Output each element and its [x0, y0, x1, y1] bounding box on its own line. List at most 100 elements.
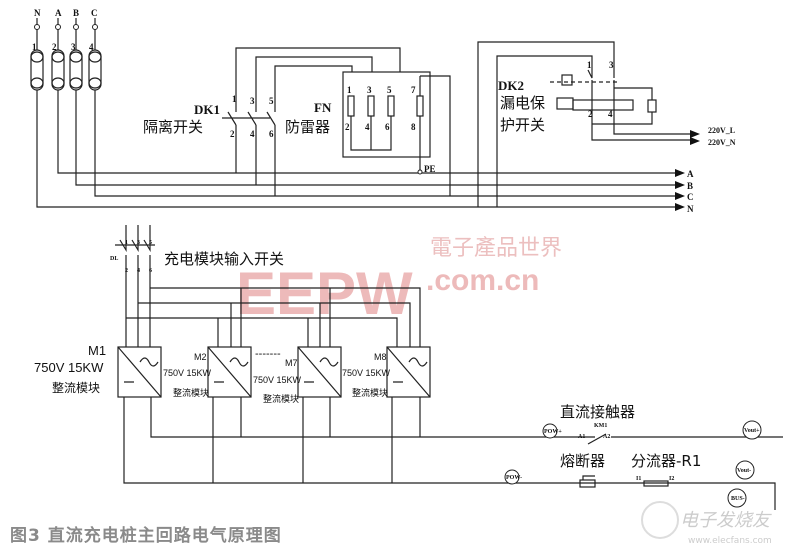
test-point: BUS- [731, 496, 745, 502]
test-point: Vout+ [744, 428, 760, 434]
dk1-label: 隔离开关 [143, 118, 203, 136]
dc-output-section: A1 A2 KM1 直流接触器 熔断器 分流器-R1 I1 I2 POW+ Vo… [504, 403, 762, 508]
rectifier-module-icon [297, 346, 342, 398]
module-id: M2 [194, 352, 207, 362]
pin: 1 [347, 85, 352, 95]
module-type: 整流模块 [263, 393, 299, 405]
pin: 4 [608, 109, 613, 119]
elecfans-domain: www.elecfans.com [688, 536, 772, 546]
fn-surge-protector: PE 1 3 5 7 2 4 6 8 FN 防雷器 [285, 71, 451, 196]
pin: KM1 [594, 423, 607, 429]
module-type: 整流模块 [173, 387, 209, 399]
pin: 4 [250, 129, 255, 139]
shunt-label: 分流器-R1 [631, 452, 701, 470]
module-id: M8 [374, 352, 387, 362]
eepw-logo: EEPW [236, 260, 413, 327]
pin: 1 [125, 240, 128, 246]
pin: 3 [137, 240, 140, 246]
test-point: POW- [506, 475, 522, 481]
module-rating: 750V 15KW [163, 368, 212, 378]
bus-b-label: B [687, 181, 693, 191]
pin: 4 [137, 268, 140, 274]
test-point: POW+ [544, 429, 562, 435]
fn-id: FN [314, 100, 332, 115]
dk2-label-1: 漏电保 [500, 94, 545, 112]
fuse-icon [88, 18, 102, 91]
module-rating: 750V 15KW [342, 368, 391, 378]
ac-bus-lines [36, 90, 675, 208]
rectifier-module-icon [386, 346, 431, 398]
module-id: M1 [88, 343, 106, 358]
module-ellipsis: ------- [255, 348, 281, 360]
pin: 5 [149, 240, 152, 246]
rectifier-modules [117, 346, 431, 398]
pin: 2 [125, 268, 128, 274]
fuse-label: 熔断器 [560, 452, 605, 470]
pin: 7 [411, 85, 416, 95]
terminal-n-label: N [34, 8, 41, 18]
eepw-watermark: EEPW 電子產品世界 .com.cn [236, 236, 562, 327]
module-id: M7 [285, 358, 298, 368]
rectifier-module-icon [207, 346, 252, 398]
pin: A1 [578, 434, 585, 440]
contactor-label: 直流接触器 [560, 403, 635, 421]
terminals: N A B C 1 2 3 4 [30, 8, 102, 91]
dk1-id: DK1 [194, 102, 220, 117]
dl-id: DL [110, 256, 118, 262]
pin: 2 [588, 109, 593, 119]
pin: 3 [367, 85, 372, 95]
pin: 2 [345, 122, 350, 132]
bus-c-label: C [687, 192, 694, 202]
rectifier-module-icon [117, 346, 162, 398]
module-type: 整流模块 [352, 387, 388, 399]
pe-label: PE [424, 164, 436, 174]
module-rating: 750V 15KW [34, 360, 104, 375]
pin: 2 [230, 129, 235, 139]
pin: 4 [365, 122, 370, 132]
terminal-a-label: A [55, 8, 62, 18]
dl-label: 充电模块输入开关 [164, 250, 284, 268]
bus-a-label: A [687, 169, 694, 179]
bus-n-label: N [687, 204, 694, 214]
terminal-c-label: C [91, 8, 98, 18]
figure-caption: 图3 直流充电桩主回路电气原理图 [10, 526, 282, 546]
dk2-label-2: 护开关 [500, 116, 545, 134]
fuse-icon [69, 18, 83, 91]
fuse-number: 3 [71, 42, 76, 52]
pin: 8 [411, 122, 416, 132]
output-220v-n: 220V_N [708, 138, 736, 147]
pin: 3 [609, 60, 614, 70]
pin: 1 [587, 60, 592, 70]
pin: 3 [250, 96, 255, 106]
dk1-isolation-switch: 1 3 5 2 4 6 DK1 隔离开关 [143, 47, 401, 196]
terminal-b-label: B [73, 8, 79, 18]
fn-label: 防雷器 [285, 118, 330, 136]
module-rating: 750V 15KW [253, 375, 302, 385]
output-220v-l: 220V_L [708, 126, 735, 135]
pin: 5 [387, 85, 392, 95]
pin: 1 [232, 94, 237, 104]
fuse-icon [30, 18, 44, 91]
pin: 6 [269, 129, 274, 139]
eepw-cn: 電子產品世界 [430, 236, 562, 261]
test-point: Vout- [737, 468, 751, 474]
pin: I1 [636, 476, 641, 482]
module-type: 整流模块 [52, 380, 100, 395]
dk2-id: DK2 [498, 78, 524, 93]
fuse-icon [51, 18, 65, 91]
elecfans-watermark: 电子发烧友 www.elecfans.com [641, 501, 772, 546]
eepw-domain: .com.cn [426, 264, 539, 297]
pin: A2 [603, 434, 610, 440]
pin: 6 [385, 122, 390, 132]
fuse-number: 1 [32, 42, 37, 52]
pin: 6 [149, 268, 152, 274]
pin: I2 [669, 476, 674, 482]
pin: 5 [269, 96, 274, 106]
fuse-number: 4 [89, 42, 94, 52]
fuse-number: 2 [52, 42, 57, 52]
dl-module-input-switch: DL 1 3 5 2 4 6 充电模块输入开关 [110, 225, 421, 347]
bus-arrow-icons [675, 169, 685, 211]
dk2-leakage-switch: 220V_L 220V_N 1 3 2 4 DK2 漏电保 护开关 [477, 41, 736, 207]
